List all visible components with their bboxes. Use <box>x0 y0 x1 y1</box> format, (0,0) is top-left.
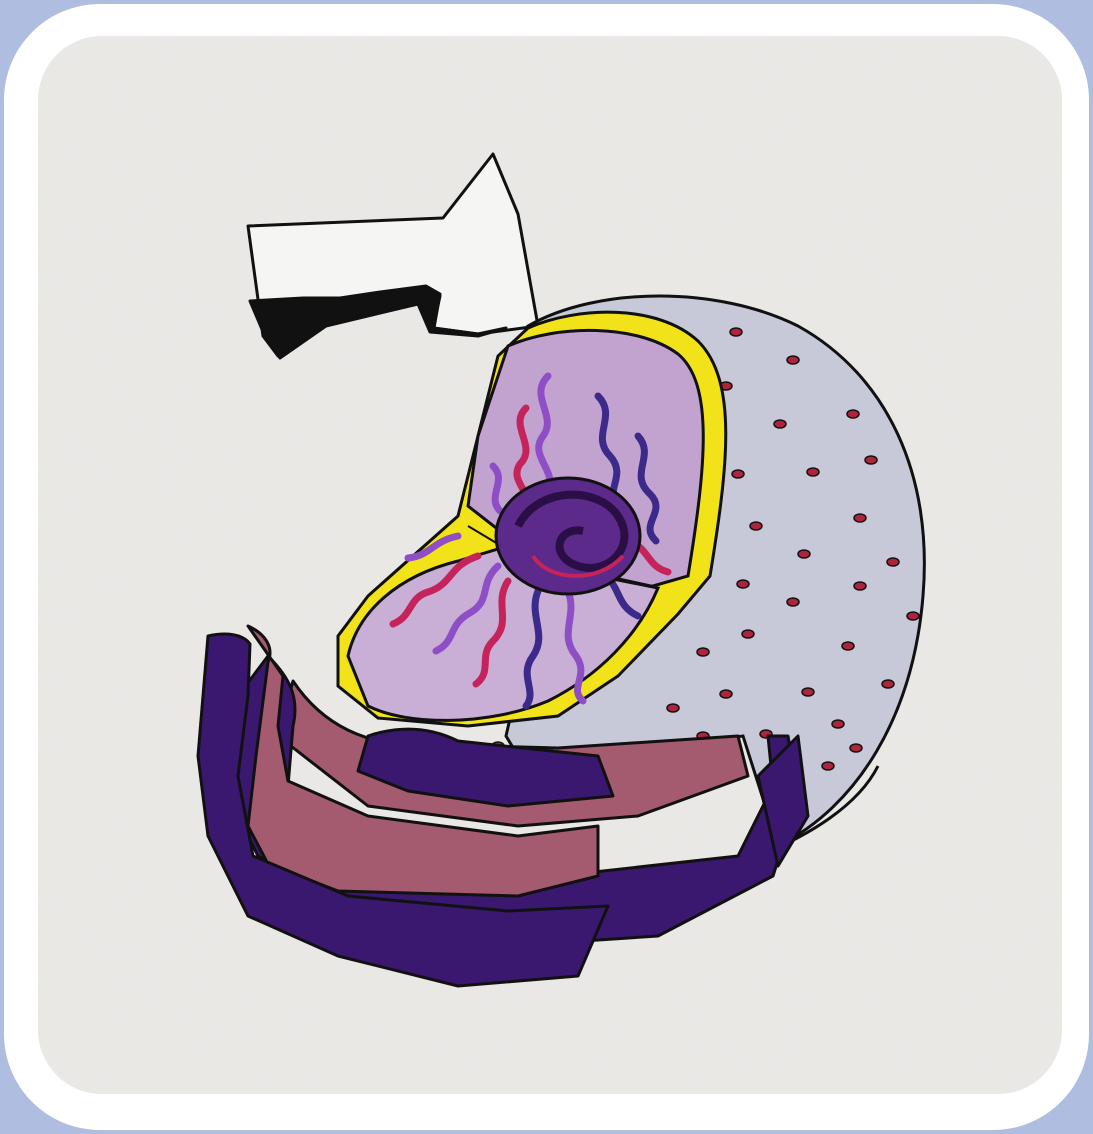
paper-background <box>38 36 1062 1094</box>
zigzag-arrow-icon <box>248 154 538 358</box>
nucleolus <box>496 478 640 594</box>
cell-nucleus-cutaway-drawing <box>38 36 1062 1094</box>
card-frame <box>4 4 1089 1130</box>
